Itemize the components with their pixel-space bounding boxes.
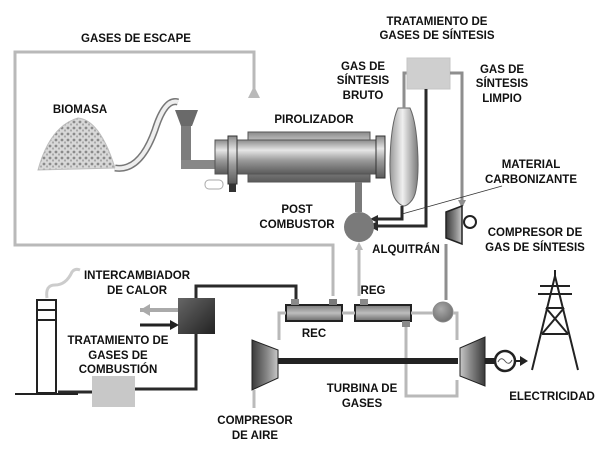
label-gas-turbine-2: GASES <box>342 398 383 410</box>
label-syngas-treatment-1: TRATAMIENTO DE <box>387 16 488 28</box>
label-clean-syngas-3: LIMPIO <box>482 93 522 105</box>
flue-gas-treatment-unit <box>92 376 135 407</box>
cyclone-separator <box>389 107 419 207</box>
label-biomass: BIOMASA <box>53 104 107 116</box>
gas-turbine <box>459 336 486 387</box>
generator-shaft <box>485 358 495 364</box>
clean-syngas-arrow-icon <box>458 200 466 208</box>
recuperator-rec <box>285 299 343 322</box>
feed-hopper <box>175 110 217 169</box>
label-clean-syngas-1: GAS DE <box>480 64 524 76</box>
air-compressor <box>251 339 279 391</box>
char-arrow-icon <box>370 215 378 223</box>
label-exhaust-gases: GASES DE ESCAPE <box>81 33 191 45</box>
hot-outlet-arrow-icon <box>140 304 150 316</box>
post-combustor <box>344 212 374 242</box>
combustion-chamber <box>432 301 454 323</box>
aircomp-to-rec-line <box>277 311 286 340</box>
label-raw-syngas-2: SÍNTESIS <box>337 74 390 87</box>
cold-inlet-arrow-icon <box>170 320 179 330</box>
label-clean-syngas-2: SÍNTESIS <box>476 77 529 90</box>
label-reg: REG <box>361 285 386 297</box>
label-syngas-compressor-1: COMPRESOR DE <box>488 227 583 239</box>
char-leader-line <box>401 185 503 215</box>
smoke-icon <box>45 267 81 299</box>
label-flue-gas-treatment-1: TRATAMIENTO DE <box>68 335 169 347</box>
label-raw-syngas-3: BRUTO <box>343 90 384 102</box>
label-flue-gas-treatment-3: COMBUSTIÓN <box>79 363 158 376</box>
label-post-combustor-2: COMBUSTOR <box>259 219 335 231</box>
label-rec: REC <box>302 328 326 340</box>
label-flue-gas-treatment-2: GASES DE <box>88 350 148 362</box>
up-arrow-icon <box>355 242 363 250</box>
label-char-material-1: MATERIAL <box>502 159 561 171</box>
electricity-arrow-icon <box>520 356 528 366</box>
label-syngas-compressor-2: GAS DE SÍNTESIS <box>485 241 585 254</box>
label-syngas-treatment-2: GASES DE SÍNTESIS <box>379 29 494 42</box>
exhaust-gas-line <box>13 50 335 296</box>
label-post-combustor-1: POST <box>281 204 312 216</box>
biomass-conveyor <box>114 98 180 172</box>
post-combustor-feed <box>355 182 362 212</box>
char-line <box>374 206 404 221</box>
generator <box>493 349 528 373</box>
chimney-stack <box>15 267 81 395</box>
biomass-pile <box>37 117 116 171</box>
pyrolyzer <box>204 131 386 192</box>
clean-syngas-line <box>450 71 464 206</box>
label-tar: ALQUITRÁN <box>372 243 440 256</box>
regenerator-reg <box>354 299 412 327</box>
label-heat-exchanger-2: DE CALOR <box>107 285 168 297</box>
label-electricity: ELECTRICIDAD <box>509 391 595 403</box>
label-gas-turbine-1: TURBINA DE <box>327 383 398 395</box>
transmission-tower-icon <box>531 270 579 371</box>
syngas-treatment-unit <box>406 57 451 90</box>
label-char-material-2: CARBONIZANTE <box>485 174 577 186</box>
ac-wave-icon <box>497 358 513 364</box>
label-raw-syngas-1: GAS DE <box>341 61 385 73</box>
chamber-to-turbine-line <box>453 311 459 340</box>
tar-line <box>374 89 428 228</box>
syngas-compressor <box>445 204 477 246</box>
exhaust-arrow-icon <box>248 86 260 98</box>
label-air-compressor-1: COMPRESOR <box>217 415 293 427</box>
label-air-compressor-2: DE AIRE <box>232 430 279 442</box>
label-pyrolyzer: PIROLIZADOR <box>274 114 354 126</box>
turbine-shaft <box>278 358 458 364</box>
label-heat-exchanger-1: INTERCAMBIADOR <box>84 270 191 282</box>
heat-exchanger <box>134 284 298 391</box>
